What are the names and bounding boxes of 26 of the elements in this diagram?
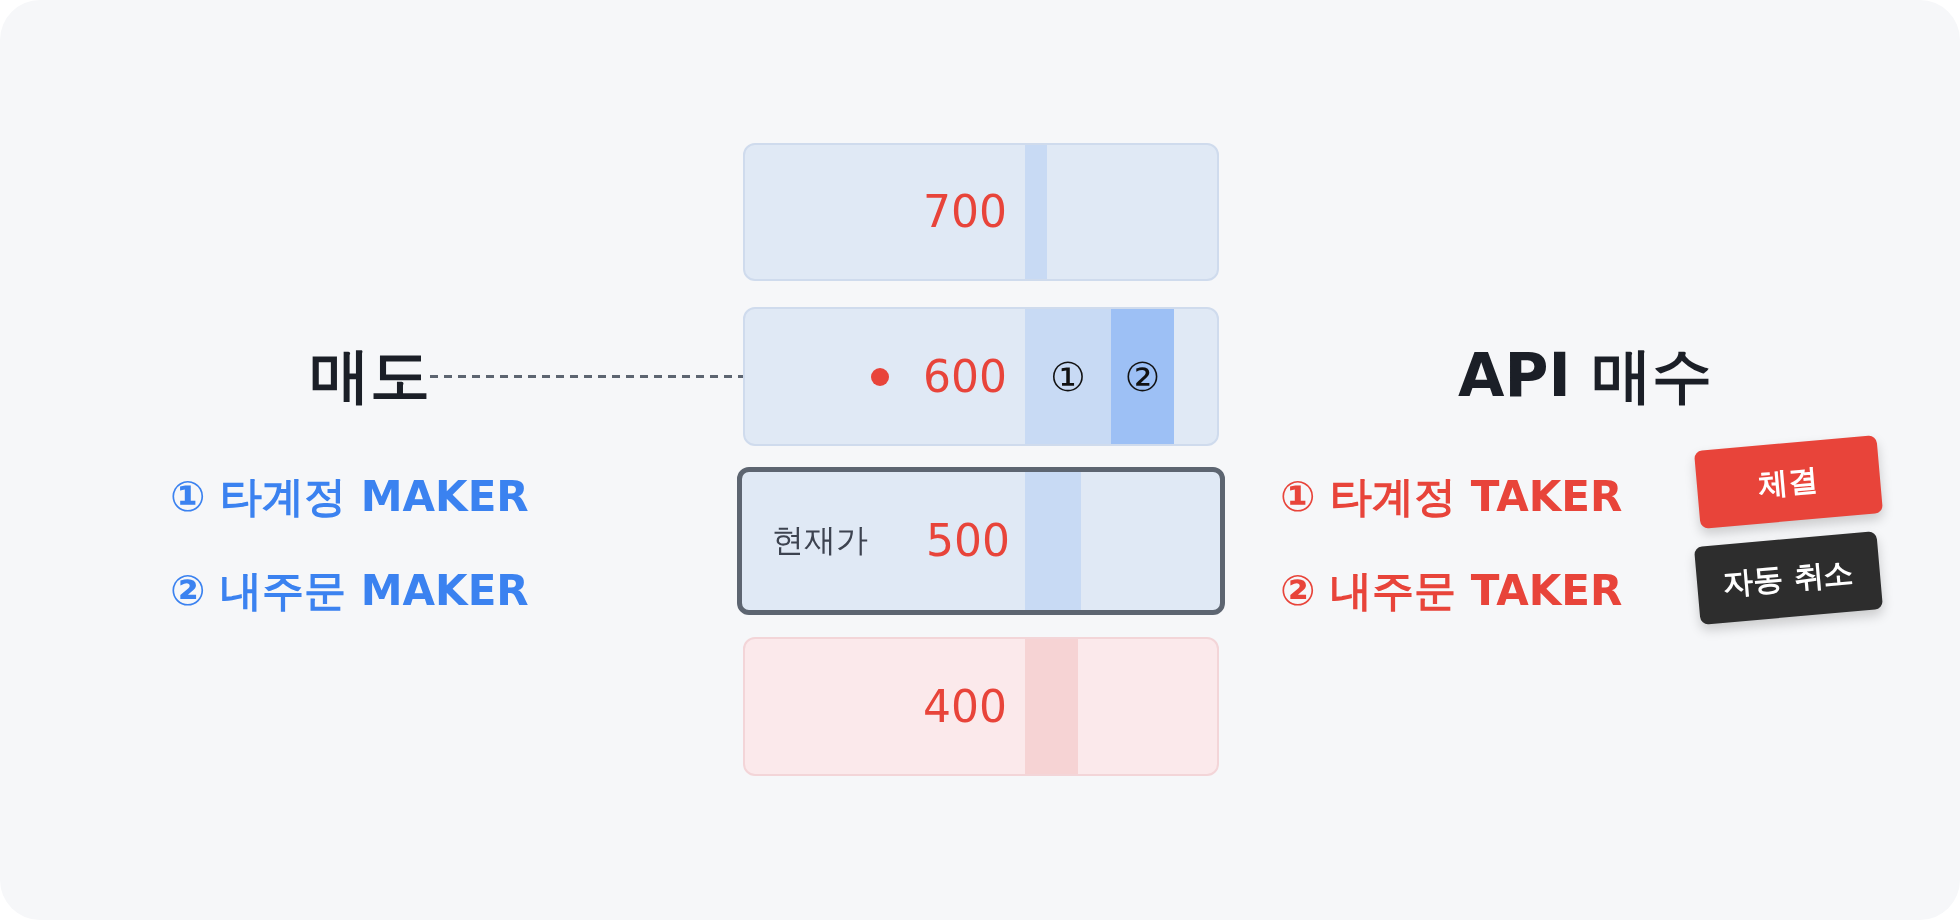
depth-bar <box>1025 472 1081 610</box>
depth-bar <box>1111 309 1174 444</box>
heading-text: 매도 <box>310 345 430 405</box>
legend-text: ① 타계정 MAKER <box>170 476 529 518</box>
status-tag <box>1693 531 1884 625</box>
price-text: 700 <box>923 190 1007 234</box>
order-number: ① <box>1050 356 1086 397</box>
order-book-row <box>737 467 1225 615</box>
depth-bar <box>1025 145 1047 279</box>
legend-text: ① 타계정 TAKER <box>1280 476 1623 518</box>
tag-text: 자동 취소 <box>1721 552 1856 603</box>
price-text: 500 <box>926 519 1010 563</box>
current-price-label: 현재가 <box>772 520 868 561</box>
legend-text: ② 내주문 TAKER <box>1280 570 1623 612</box>
legend-text: ② 내주문 MAKER <box>170 570 529 612</box>
status-tag <box>1693 435 1884 529</box>
order-book-row <box>743 143 1219 281</box>
heading-text: API 매수 <box>1458 345 1712 405</box>
dashed-line <box>430 375 743 378</box>
order-book-row <box>743 307 1219 446</box>
depth-bar <box>1025 309 1111 444</box>
tag-text: 체결 <box>1756 459 1821 504</box>
price-text: 400 <box>923 684 1007 729</box>
order-book-row <box>743 637 1219 776</box>
order-number: ② <box>1124 356 1161 397</box>
price-text: 600 <box>923 354 1007 399</box>
